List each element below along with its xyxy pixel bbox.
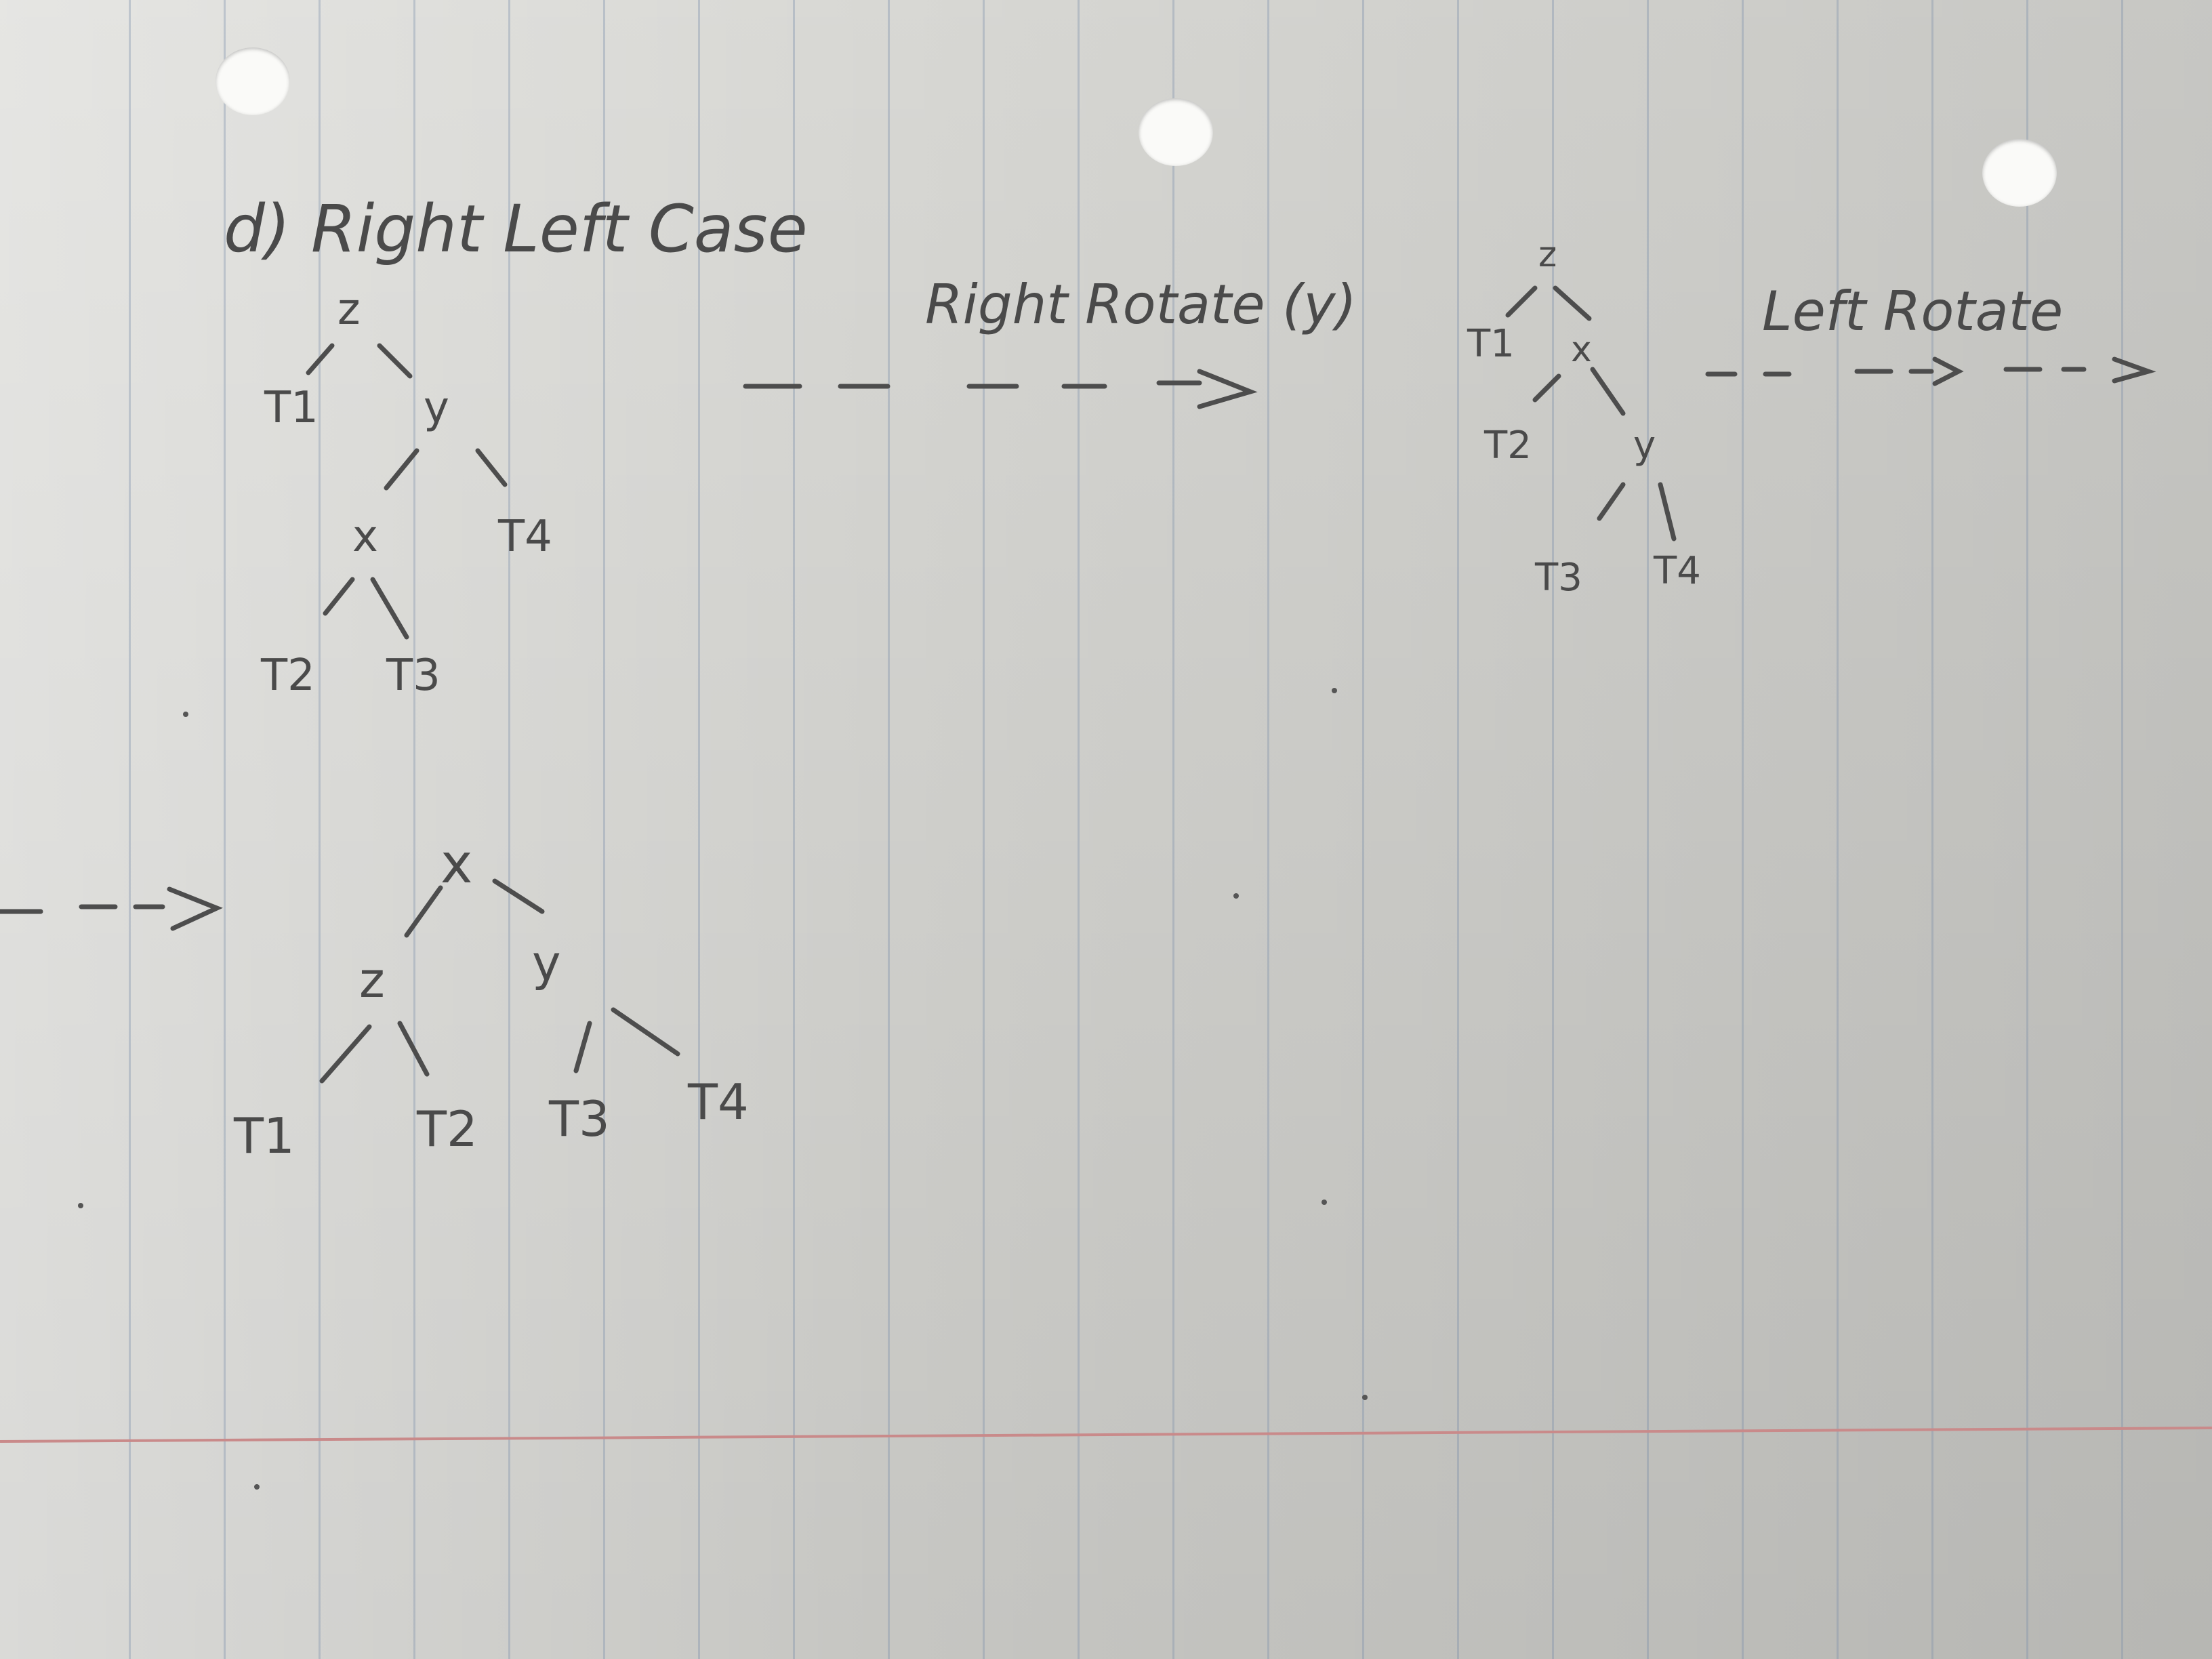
leaf-t1: T1 — [264, 383, 319, 433]
arrow-icon — [1705, 356, 2156, 386]
node-x: x — [1571, 329, 1592, 370]
node-y: y — [1633, 424, 1656, 468]
rule-line — [1552, 0, 1554, 1659]
rule-line — [413, 0, 415, 1659]
rule-line — [319, 0, 321, 1659]
leaf-t2: T2 — [261, 651, 315, 701]
rule-line — [888, 0, 890, 1659]
rule-line — [1931, 0, 1933, 1659]
rule-line — [603, 0, 605, 1659]
pen-dot — [1362, 1395, 1368, 1400]
leaf-t3: T3 — [386, 651, 441, 701]
node-z: z — [359, 951, 385, 1008]
arrow-icon — [743, 369, 1258, 409]
leaf-t3: T3 — [549, 1090, 610, 1147]
node-x: x — [352, 512, 378, 562]
rule-line — [1362, 0, 1364, 1659]
rule-line — [698, 0, 700, 1659]
node-x: x — [441, 832, 473, 895]
right-rotate-label: Right Rotate (y) — [925, 273, 1357, 336]
node-y: y — [424, 383, 449, 433]
node-z: z — [1538, 234, 1557, 275]
rule-line — [1457, 0, 1459, 1659]
tree-final-edges — [319, 878, 680, 1084]
arrow-icon — [0, 886, 223, 931]
rule-line — [1172, 0, 1174, 1659]
left-rotate-label: Left Rotate — [1762, 280, 2064, 343]
pen-dot — [1332, 688, 1337, 693]
rule-line — [224, 0, 226, 1659]
leaf-t4: T4 — [688, 1073, 749, 1130]
leaf-t3: T3 — [1535, 556, 1582, 600]
pen-dot — [254, 1484, 260, 1490]
pen-dot — [78, 1203, 83, 1208]
rule-line — [1078, 0, 1080, 1659]
pen-dot — [183, 712, 188, 717]
pen-dot — [1322, 1200, 1327, 1205]
leaf-t1: T1 — [1467, 322, 1515, 366]
rule-line — [983, 0, 985, 1659]
rule-line — [793, 0, 795, 1659]
tree-after-right-edges — [1505, 285, 1677, 541]
punch-hole — [216, 47, 290, 115]
tree-initial-edges — [306, 343, 508, 640]
punch-hole — [1139, 98, 1213, 166]
rule-line — [2026, 0, 2028, 1659]
punch-hole — [1982, 139, 2057, 207]
rule-line — [1267, 0, 1269, 1659]
rule-line — [1647, 0, 1649, 1659]
rule-line — [1742, 0, 1744, 1659]
leaf-t1: T1 — [234, 1107, 295, 1164]
leaf-t2: T2 — [1484, 424, 1532, 468]
heading: d) Right Left Case — [224, 191, 808, 267]
rule-line — [129, 0, 131, 1659]
pen-dot — [1233, 893, 1239, 899]
leaf-t4: T4 — [1654, 549, 1701, 593]
rule-line — [1837, 0, 1839, 1659]
rule-line — [508, 0, 510, 1659]
node-y: y — [532, 935, 561, 991]
leaf-t2: T2 — [417, 1101, 478, 1158]
rule-line — [2121, 0, 2123, 1659]
leaf-t4: T4 — [498, 512, 552, 562]
node-z: z — [337, 285, 361, 335]
